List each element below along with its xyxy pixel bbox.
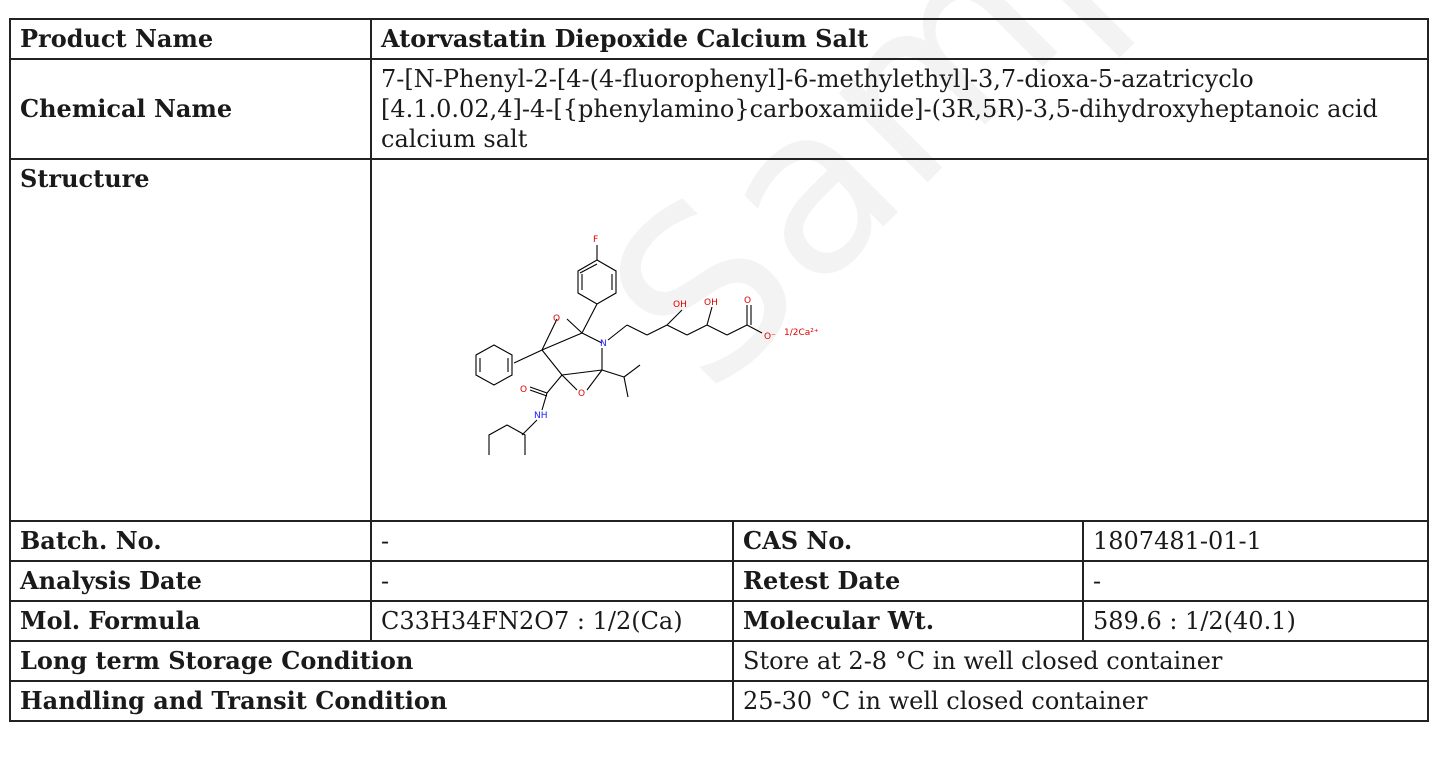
- atom-o-carbonyl: O: [744, 296, 751, 306]
- batch-value: -: [370, 520, 734, 562]
- atom-calcium: 1/2Ca²⁺: [784, 328, 819, 338]
- atom-nh: NH: [534, 411, 548, 421]
- transit-value: 25-30 °C in well closed container: [731, 680, 1430, 722]
- product-name-value: Atorvastatin Diepoxide Calcium Salt: [369, 18, 1430, 60]
- row-batch: Batch. No. - CAS No. 1807481-01-1: [9, 520, 1430, 562]
- transit-label: Handling and Transit Condition: [9, 680, 734, 722]
- chemical-name-value: 7-[N-Phenyl-2-[4-(4-fluorophenyl]-6-meth…: [369, 58, 1430, 160]
- row-storage: Long term Storage Condition Store at 2-8…: [9, 640, 1430, 682]
- cas-value: 1807481-01-1: [1081, 520, 1430, 562]
- atom-n: N: [600, 339, 607, 349]
- storage-value: Store at 2-8 °C in well closed container: [731, 640, 1430, 682]
- row-formula: Mol. Formula C33H34FN2O7 : 1/2(Ca) Molec…: [9, 600, 1430, 642]
- analysis-date-value: -: [370, 560, 734, 602]
- chemical-name-label: Chemical Name: [9, 58, 372, 160]
- row-analysis: Analysis Date - Retest Date -: [9, 560, 1430, 602]
- mol-formula-label: Mol. Formula: [9, 600, 372, 642]
- row-chemical-name: Chemical Name 7-[N-Phenyl-2-[4-(4-fluoro…: [9, 58, 1430, 160]
- analysis-date-label: Analysis Date: [9, 560, 372, 602]
- atom-o-epoxide-1: O: [553, 314, 560, 324]
- retest-date-label: Retest Date: [732, 560, 1084, 602]
- structure-cell: F O N O OH OH O O⁻ 1/2Ca²⁺ O NH: [369, 158, 1430, 522]
- molecular-wt-value: 589.6 : 1/2(40.1): [1081, 600, 1430, 642]
- retest-date-value: -: [1081, 560, 1430, 602]
- product-info-table: Product Name Atorvastatin Diepoxide Calc…: [9, 18, 1430, 722]
- atom-o-epoxide-2: O: [578, 389, 585, 399]
- row-structure: Structure: [9, 158, 1430, 522]
- product-name-label: Product Name: [9, 18, 372, 60]
- atom-f: F: [593, 235, 598, 245]
- row-product-name: Product Name Atorvastatin Diepoxide Calc…: [9, 18, 1430, 60]
- atom-o-amide: O: [520, 385, 527, 395]
- row-transit: Handling and Transit Condition 25-30 °C …: [9, 680, 1430, 722]
- mol-formula-value: C33H34FN2O7 : 1/2(Ca): [370, 600, 734, 642]
- atom-oh-2: OH: [704, 298, 718, 308]
- storage-label: Long term Storage Condition: [9, 640, 734, 682]
- atom-o-minus: O⁻: [764, 332, 776, 342]
- structure-label: Structure: [9, 158, 372, 522]
- structure-drawing: F O N O OH OH O O⁻ 1/2Ca²⁺ O NH: [475, 235, 819, 455]
- cas-label: CAS No.: [732, 520, 1084, 562]
- atom-oh-1: OH: [673, 300, 687, 310]
- molecular-wt-label: Molecular Wt.: [732, 600, 1084, 642]
- batch-label: Batch. No.: [9, 520, 372, 562]
